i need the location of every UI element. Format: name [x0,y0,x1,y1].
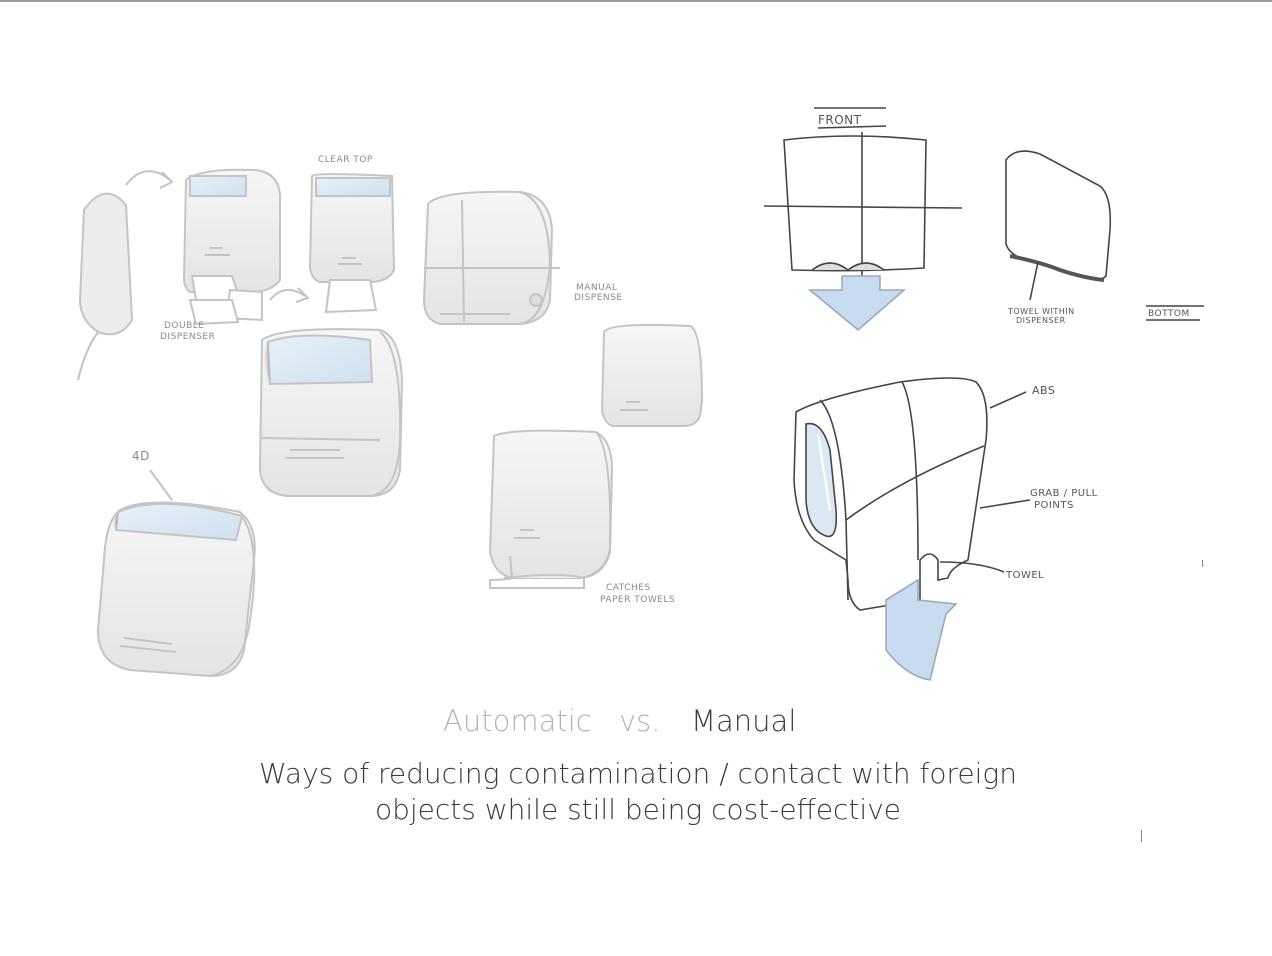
note-grab-pull-1: GRAB / PULL [1030,488,1098,499]
note-catches-1: CATCHES [606,583,651,593]
manual-sketches [763,107,1204,681]
note-4d: 4D [132,449,150,463]
subtitle-line-1: Ways of reducing contamination / contact… [259,757,1017,790]
note-clear-top: CLEAR TOP [318,155,373,165]
automatic-sketches [77,168,704,678]
note-manual-2: DISPENSE [574,293,623,303]
note-front: FRONT [818,113,862,127]
comparison-title: Automatic vs. Manual [0,704,1272,748]
manual-label: Manual [691,704,797,738]
subtitle: Ways of reducing contamination / contact… [200,756,1076,828]
top-divider [0,0,1272,2]
note-towel-within-2: DISPENSER [1016,316,1066,325]
note-towel: TOWEL [1005,570,1044,581]
stray-mark [1202,560,1203,567]
stray-mark [1141,830,1142,842]
note-double-1: DOUBLE [164,321,204,331]
note-double-2: DISPENSER [160,332,215,342]
sketch-illustration: CLEAR TOP DOUBLE DISPENSER MANUAL DISPEN… [77,107,1204,681]
note-towel-within-1: TOWEL WITHIN [1007,307,1075,316]
note-catches-2: PAPER TOWELS [600,595,675,605]
note-manual-1: MANUAL [576,283,617,293]
note-bottom: BOTTOM [1148,309,1190,319]
note-grab-pull-2: POINTS [1034,500,1074,511]
note-abs: ABS [1032,384,1055,397]
automatic-label: Automatic [443,704,592,738]
vs-label: vs. [619,704,661,738]
subtitle-line-2: objects while still being cost-effective [374,793,902,826]
